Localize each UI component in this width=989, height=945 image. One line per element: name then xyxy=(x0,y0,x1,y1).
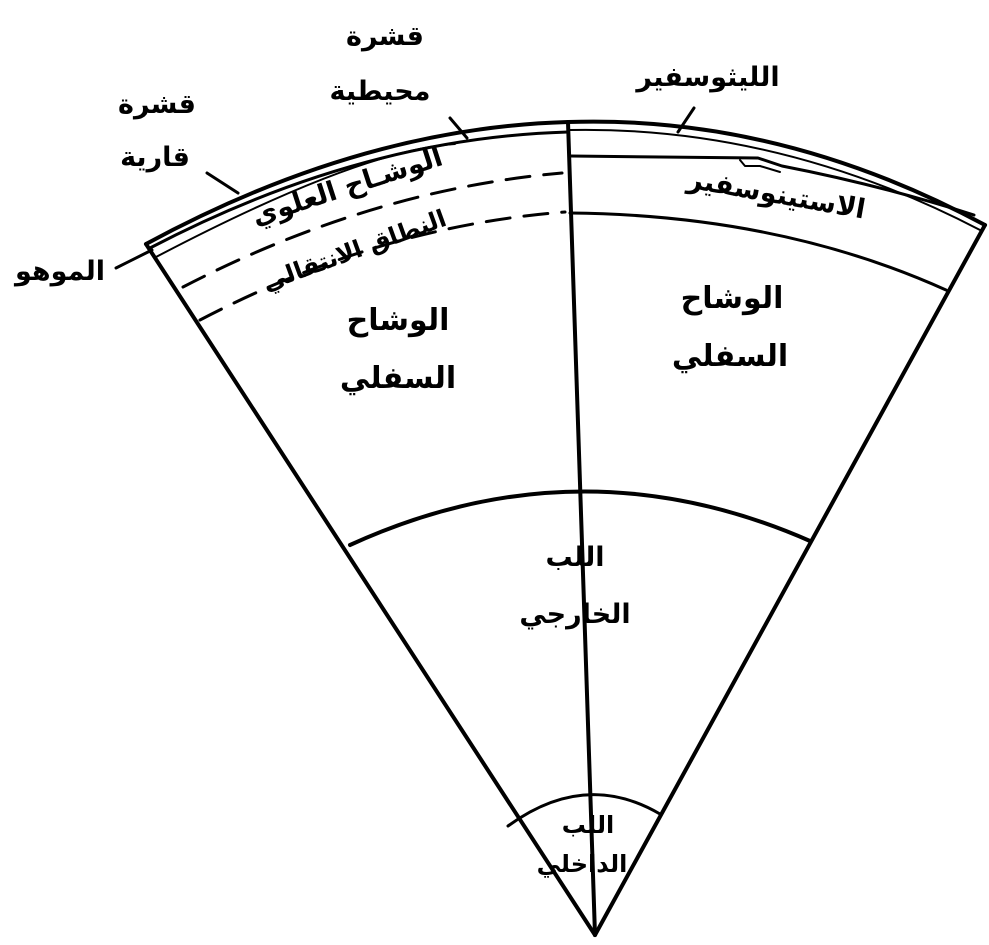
oceanic-crust-label-line1: قشرة xyxy=(346,21,424,52)
asthenosphere-base-line xyxy=(570,213,946,290)
left-edge-line xyxy=(146,244,595,935)
oceanic-crust-label-line2: محيطية xyxy=(330,76,431,107)
outer-core-label-line2: الخارجي xyxy=(519,599,630,630)
lower-mantle-right-label-line1: الوشاح xyxy=(681,281,784,316)
continental-crust-label-line2: قارية xyxy=(120,142,190,173)
left-crust-layers xyxy=(150,132,568,320)
asthenosphere-label: الاستينوسفير xyxy=(683,163,867,225)
moho-label: الموهو xyxy=(13,256,105,287)
continental-crust-label-line1: قشرة xyxy=(118,89,196,120)
outer-core-label-line1: اللب xyxy=(546,542,605,573)
right-edge-line xyxy=(595,225,985,935)
lower-mantle-left-label-line1: الوشاح xyxy=(347,303,450,338)
inner-core-label-line1: اللب xyxy=(562,811,614,839)
lower-mantle-right-label-line2: السفلي xyxy=(672,339,788,374)
moho-leader xyxy=(116,250,152,268)
continental-crust-leader xyxy=(207,173,238,193)
inner-core-label-line2: الداخلي xyxy=(537,850,628,878)
lithosphere-label: الليثوسفير xyxy=(634,62,779,93)
lower-mantle-left-label-line2: السفلي xyxy=(340,361,456,396)
